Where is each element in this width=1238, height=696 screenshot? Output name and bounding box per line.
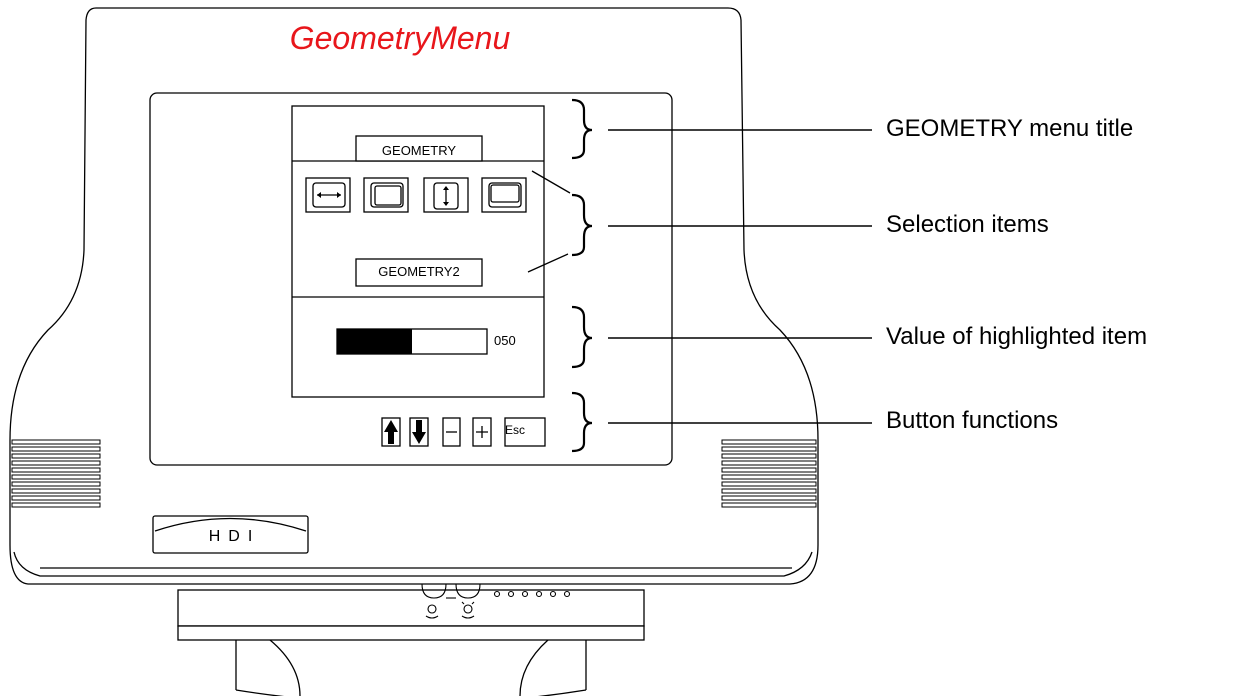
up-arrow-icon [384, 420, 398, 444]
menu-title-box [355, 135, 483, 162]
vertical-size-icon [423, 177, 469, 213]
indicator-dot [535, 590, 543, 598]
leader-lines [608, 129, 872, 424]
plus-button [472, 417, 492, 447]
indicator-dot [507, 590, 515, 598]
right-vent [721, 439, 817, 508]
up-arrow-button [381, 417, 401, 447]
indicator-dot [521, 590, 529, 598]
submenu-box [355, 258, 483, 287]
callout-value: Value of highlighted item [886, 323, 1148, 350]
brace-selection [571, 193, 593, 257]
indicator-dot [563, 590, 571, 598]
monitor-stand [177, 589, 645, 696]
horizontal-position-icon [363, 177, 409, 213]
minus-button [442, 417, 461, 447]
osd-submenu-label: GEOMETRY2 [378, 264, 460, 279]
plus-icon [476, 426, 488, 438]
vertical-position-icon [481, 177, 527, 213]
brand-badge [152, 515, 309, 554]
down-arrow-button [409, 417, 429, 447]
brace-buttons [571, 391, 593, 453]
esc-button-label: Esc [505, 423, 526, 437]
esc-button [504, 417, 546, 447]
front-panel-controls [421, 583, 571, 619]
indicator-dot [549, 590, 557, 598]
indicator-dot [493, 590, 501, 598]
left-vent [11, 439, 101, 508]
brand-label: HDI [208, 528, 261, 545]
callout-selection-items: Selection items [886, 211, 1049, 238]
value-bar [336, 328, 488, 355]
horizontal-size-icon [305, 177, 351, 213]
callout-button-functions: Button functions [886, 407, 1059, 434]
value-bar-fill [337, 329, 412, 354]
callout-braces [571, 98, 593, 453]
selection-connector-lines [527, 170, 571, 273]
down-arrow-icon [412, 420, 426, 444]
contrast-knob [421, 583, 447, 599]
osd-menu-title: GEOMETRY [381, 143, 457, 158]
brightness-knob [455, 583, 481, 599]
osd-value-readout: 050 [494, 333, 516, 348]
diagram-title: GeometryMenu [289, 20, 511, 56]
brace-value [571, 305, 593, 369]
callout-menu-title: GEOMETRY menu title [886, 115, 1134, 142]
brace-menu-title [571, 98, 593, 160]
